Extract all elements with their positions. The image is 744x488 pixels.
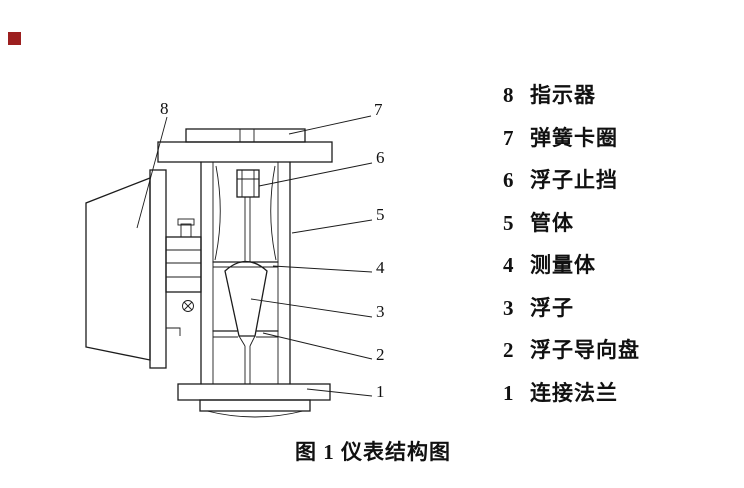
legend-item-number: 2 — [503, 338, 514, 362]
legend-item-number: 6 — [503, 168, 514, 192]
callout-6: 6 — [376, 148, 385, 167]
legend-item: 3 浮子 — [503, 297, 640, 319]
legend-item: 8 指示器 — [503, 84, 640, 106]
callout-1: 1 — [376, 382, 385, 401]
callout-5: 5 — [376, 205, 385, 224]
legend-item: 6 浮子止挡 — [503, 169, 640, 191]
callout-4: 4 — [376, 258, 385, 277]
measuring-body-plate — [212, 261, 279, 268]
float-stop — [236, 169, 260, 198]
legend-item-number: 4 — [503, 253, 514, 277]
legend-item-number: 8 — [503, 83, 514, 107]
red-marker-icon — [8, 32, 21, 45]
bottom-flange — [177, 383, 331, 418]
callout-7: 7 — [374, 100, 383, 119]
callout-numbers: 8 7 6 5 4 3 2 1 — [160, 99, 385, 401]
legend-item-label: 浮子导向盘 — [530, 338, 640, 362]
legend-item: 7 弹簧卡圈 — [503, 127, 640, 149]
legend-item-label: 浮子 — [530, 295, 574, 320]
legend-item-label: 管体 — [530, 210, 574, 235]
legend-item-number: 1 — [503, 380, 514, 405]
parts-legend: 8 指示器 7 弹簧卡圈 6 浮子止挡 5 管体 4 测量体 3 浮子 2 浮子… — [503, 84, 640, 404]
legend-item-label: 连接法兰 — [530, 380, 618, 405]
legend-item-label: 测量体 — [530, 253, 596, 277]
float-guide-disc — [212, 330, 279, 338]
clamp-bracket — [165, 218, 202, 336]
callout-3: 3 — [376, 302, 385, 321]
legend-item: 2 浮子导向盘 — [503, 339, 640, 361]
legend-item-label: 指示器 — [530, 83, 596, 107]
indicator-housing — [85, 169, 167, 369]
legend-item-label: 浮子止挡 — [530, 168, 618, 192]
legend-item-label: 弹簧卡圈 — [530, 125, 618, 150]
legend-item: 4 测量体 — [503, 254, 640, 276]
legend-item: 1 连接法兰 — [503, 382, 640, 404]
legend-item-number: 5 — [503, 210, 514, 235]
legend-item-number: 7 — [503, 125, 514, 150]
float — [224, 260, 268, 347]
callout-8: 8 — [160, 99, 169, 118]
tube-body — [200, 161, 291, 385]
instrument-diagram: 8 7 6 5 4 3 2 1 — [85, 99, 385, 418]
red-marker-rect — [8, 32, 21, 45]
callout-2: 2 — [376, 345, 385, 364]
legend-item: 5 管体 — [503, 212, 640, 234]
figure-caption: 图 1 仪表结构图 — [295, 440, 451, 464]
top-flange — [157, 128, 333, 163]
float-stem — [244, 197, 251, 384]
screw-icon — [182, 300, 194, 312]
legend-item-number: 3 — [503, 295, 514, 320]
leader-lines — [136, 115, 373, 397]
